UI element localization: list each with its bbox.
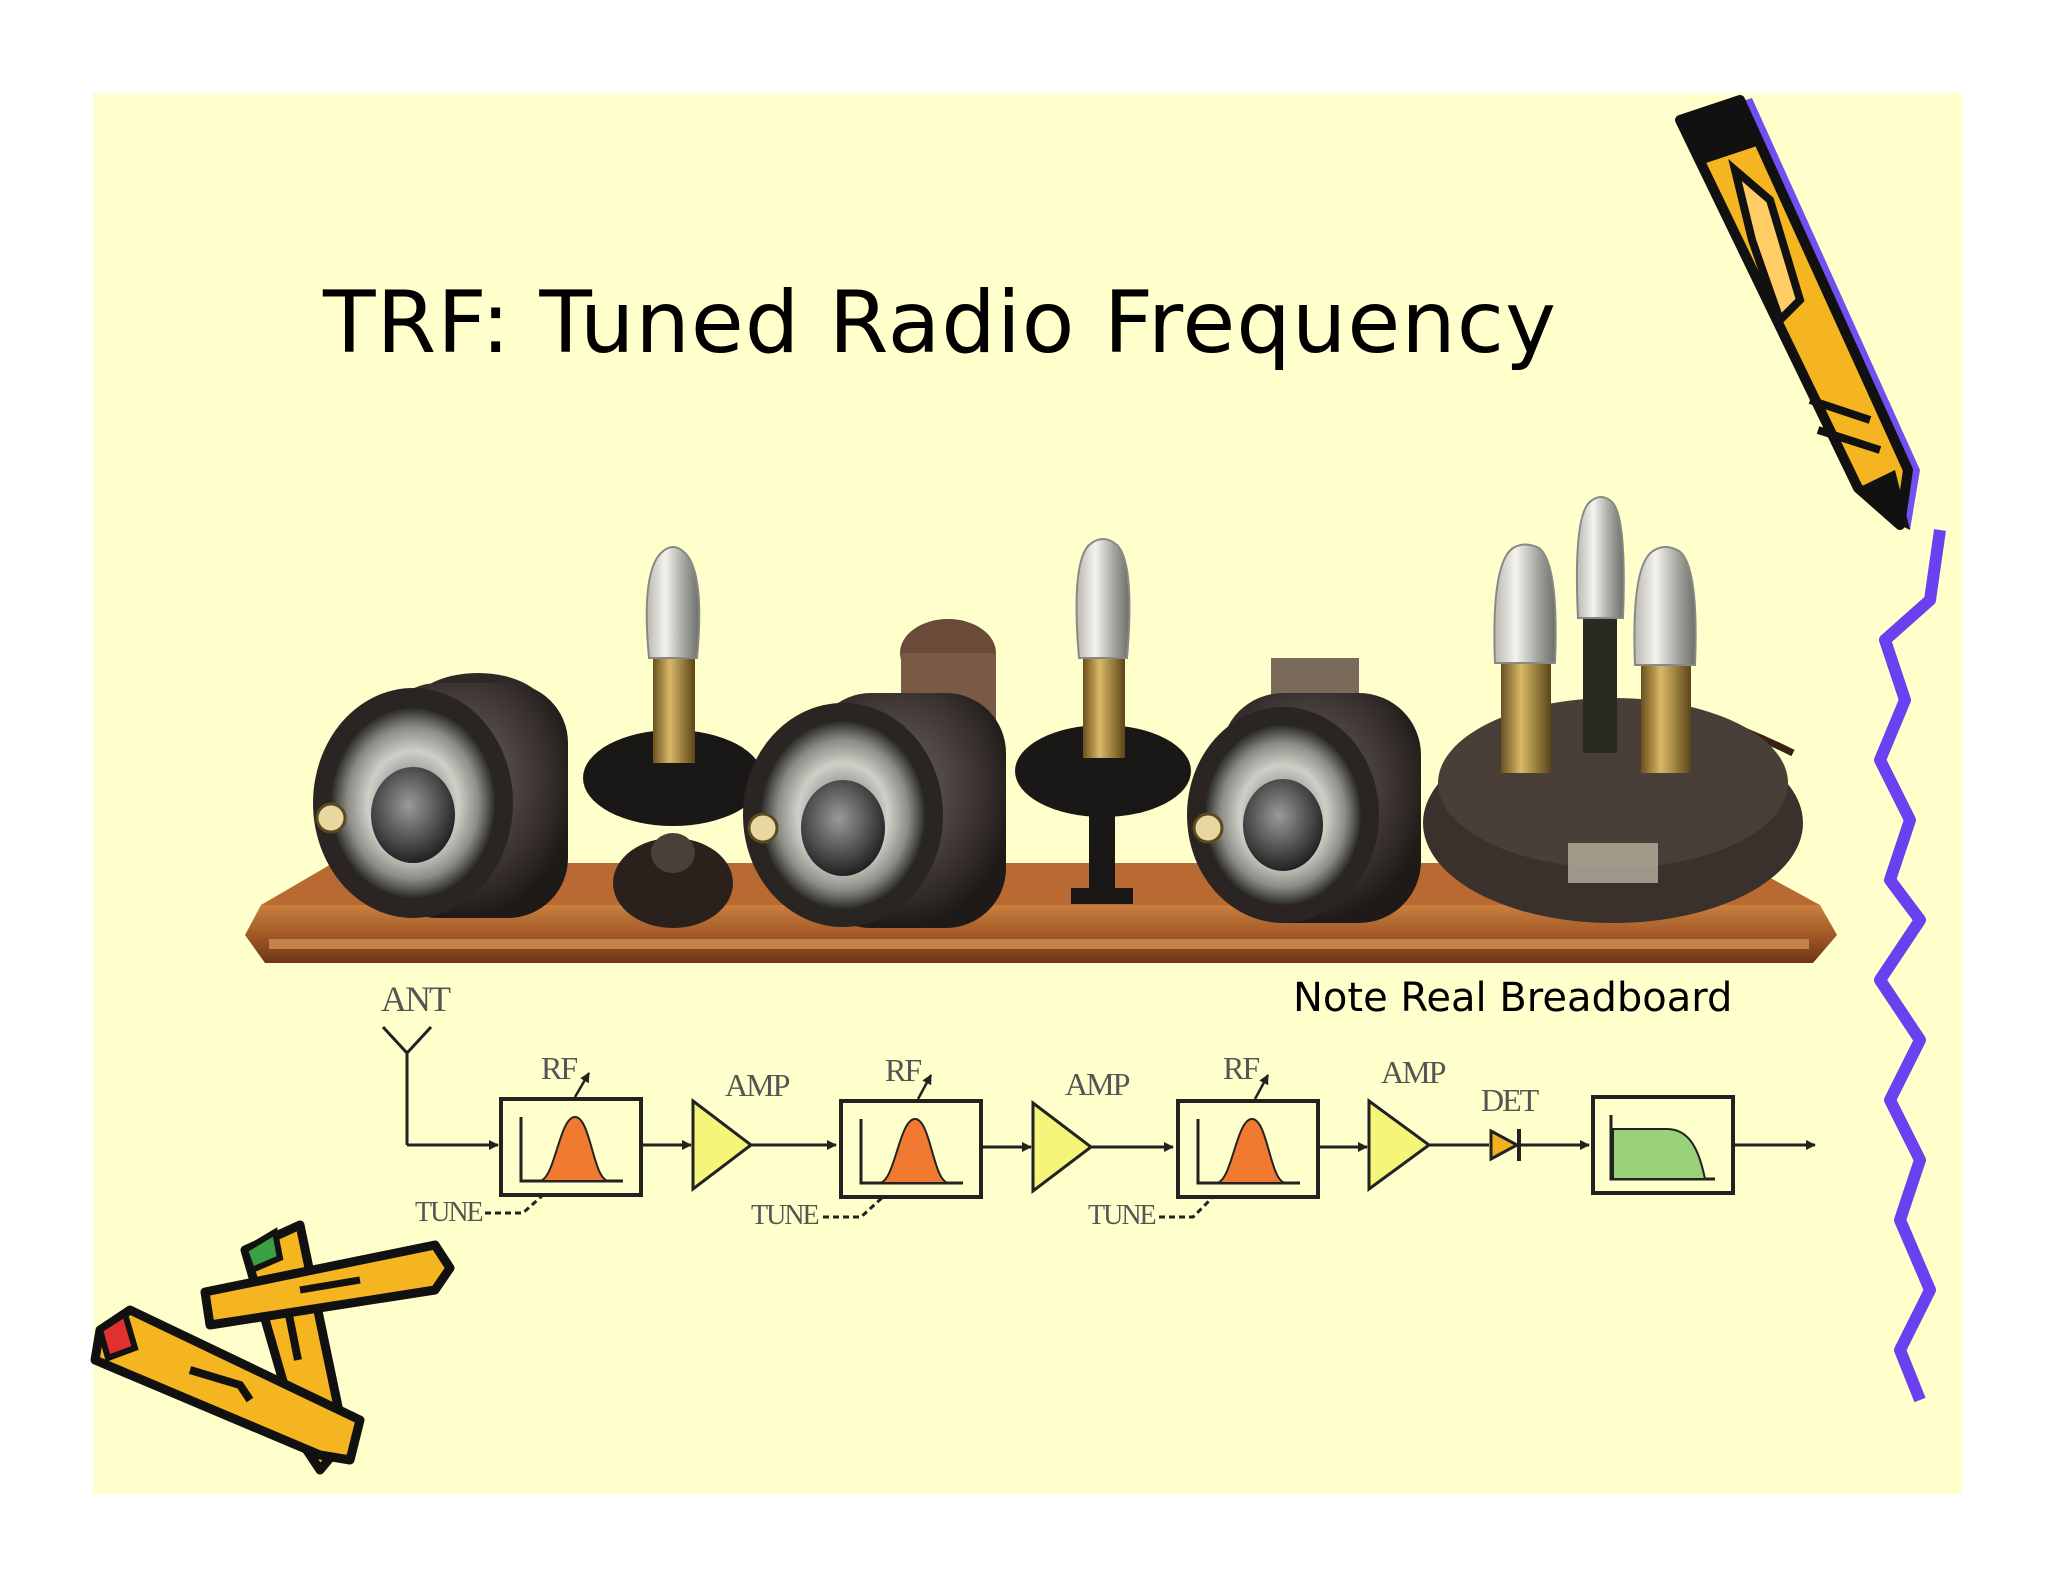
amplifier-icon <box>691 1097 754 1193</box>
tune-label-2: TUNE <box>751 1200 819 1231</box>
amplifier-1: AMP <box>691 1067 792 1193</box>
rf-label-3: RF <box>1223 1050 1259 1086</box>
output-unit <box>1423 496 1803 923</box>
detector: DET <box>1481 1082 1542 1162</box>
amp-label-3: AMP <box>1381 1054 1446 1090</box>
diode-icon <box>1489 1128 1521 1162</box>
rf-filter-3: RF <box>1176 1050 1320 1199</box>
rf-filter-2: RF <box>839 1052 983 1199</box>
rf-filter-1: RF <box>499 1050 643 1197</box>
tube-2 <box>1015 538 1191 904</box>
amplifier-2: AMP <box>1031 1066 1132 1195</box>
rf-label-1: RF <box>541 1050 577 1086</box>
amplifier-icon <box>1367 1098 1432 1192</box>
block-diagram: ANT RF AMP TUNE RF A <box>381 979 1816 1231</box>
slide: TRF: Tuned Radio Frequency Note Real Bre… <box>93 93 1962 1494</box>
antenna-icon <box>381 1025 433 1145</box>
tube-1 <box>583 546 763 928</box>
output-filter <box>1591 1095 1735 1195</box>
rf-label-2: RF <box>885 1052 921 1088</box>
amp-label-2: AMP <box>1065 1066 1130 1102</box>
photo-caption: Note Real Breadboard <box>1293 975 1733 1021</box>
radio-photo <box>245 496 1837 963</box>
antenna-label: ANT <box>381 979 451 1019</box>
tuning-unit-2 <box>743 619 1006 928</box>
tuning-unit-1 <box>313 673 568 918</box>
tuning-unit-3 <box>1187 658 1421 923</box>
tune-label-3: TUNE <box>1088 1200 1156 1231</box>
page-title: TRF: Tuned Radio Frequency <box>323 273 1557 373</box>
amplifier-icon <box>1031 1099 1094 1195</box>
amp-label-1: AMP <box>725 1067 790 1103</box>
detector-label: DET <box>1481 1082 1540 1118</box>
amplifier-3: AMP <box>1367 1054 1448 1192</box>
tune-label-1: TUNE <box>415 1197 483 1228</box>
